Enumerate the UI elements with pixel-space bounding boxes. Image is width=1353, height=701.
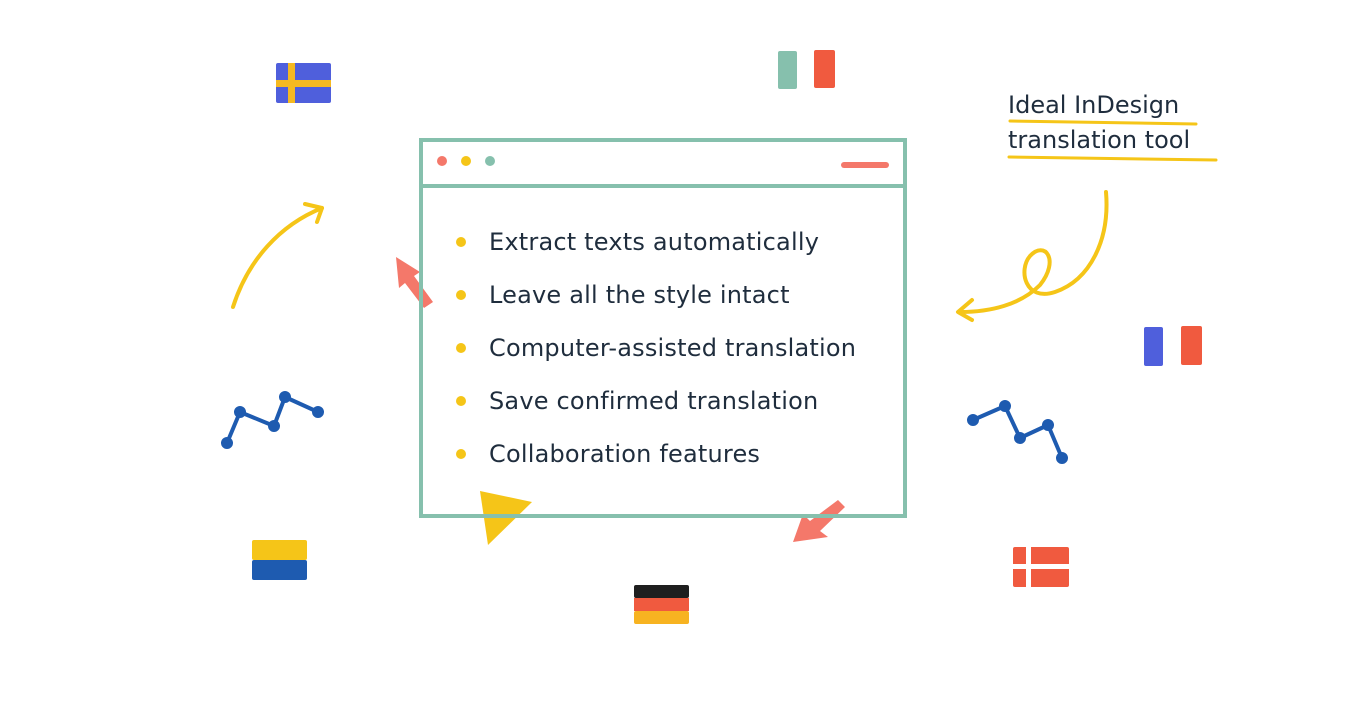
feature-item: Save confirmed translation	[453, 383, 856, 436]
feature-label: Extract texts automatically	[489, 228, 820, 256]
feature-label: Leave all the style intact	[489, 281, 790, 309]
callout-underline	[1007, 119, 1218, 162]
zigzag-line-icon	[221, 391, 324, 449]
denmark-flag-icon	[1013, 547, 1069, 587]
france-flag-icon	[1144, 326, 1202, 366]
callout-line-2: translation tool	[1008, 126, 1191, 154]
window-titlebar	[423, 142, 903, 188]
bullet-icon	[456, 396, 466, 406]
feature-item: Extract texts automatically	[453, 224, 856, 277]
feature-label: Collaboration features	[489, 440, 761, 468]
ukraine-flag-icon	[252, 540, 307, 580]
bullet-icon	[456, 290, 466, 300]
titlebar-bar-icon	[841, 162, 889, 168]
feature-item: Collaboration features	[453, 436, 856, 489]
bullet-icon	[456, 449, 466, 459]
feature-label: Save confirmed translation	[489, 387, 819, 415]
bullet-icon	[456, 237, 466, 247]
feature-list: Extract texts automatically Leave all th…	[453, 224, 856, 489]
yellow-curved-arrow-icon	[231, 202, 324, 309]
minimize-dot-icon	[461, 156, 471, 166]
feature-item: Leave all the style intact	[453, 277, 856, 330]
sweden-flag-icon	[276, 63, 331, 103]
yellow-triangle-icon	[480, 491, 532, 545]
app-window: Extract texts automatically Leave all th…	[419, 138, 907, 518]
maximize-dot-icon	[485, 156, 495, 166]
callout-line-1: Ideal InDesign	[1008, 91, 1180, 119]
close-dot-icon	[437, 156, 447, 166]
feature-item: Computer-assisted translation	[453, 330, 856, 383]
callout-heading: Ideal InDesign translation tool	[1008, 88, 1190, 158]
bullet-icon	[456, 343, 466, 353]
yellow-loop-arrow-icon	[956, 190, 1109, 322]
feature-label: Computer-assisted translation	[489, 334, 857, 362]
coral-arrow-up-left-icon	[396, 257, 433, 308]
zigzag-line-icon-right	[967, 400, 1068, 464]
italy-flag-icon	[778, 50, 835, 89]
coral-arrow-down-left-icon	[793, 500, 845, 542]
germany-flag-icon	[634, 585, 689, 624]
